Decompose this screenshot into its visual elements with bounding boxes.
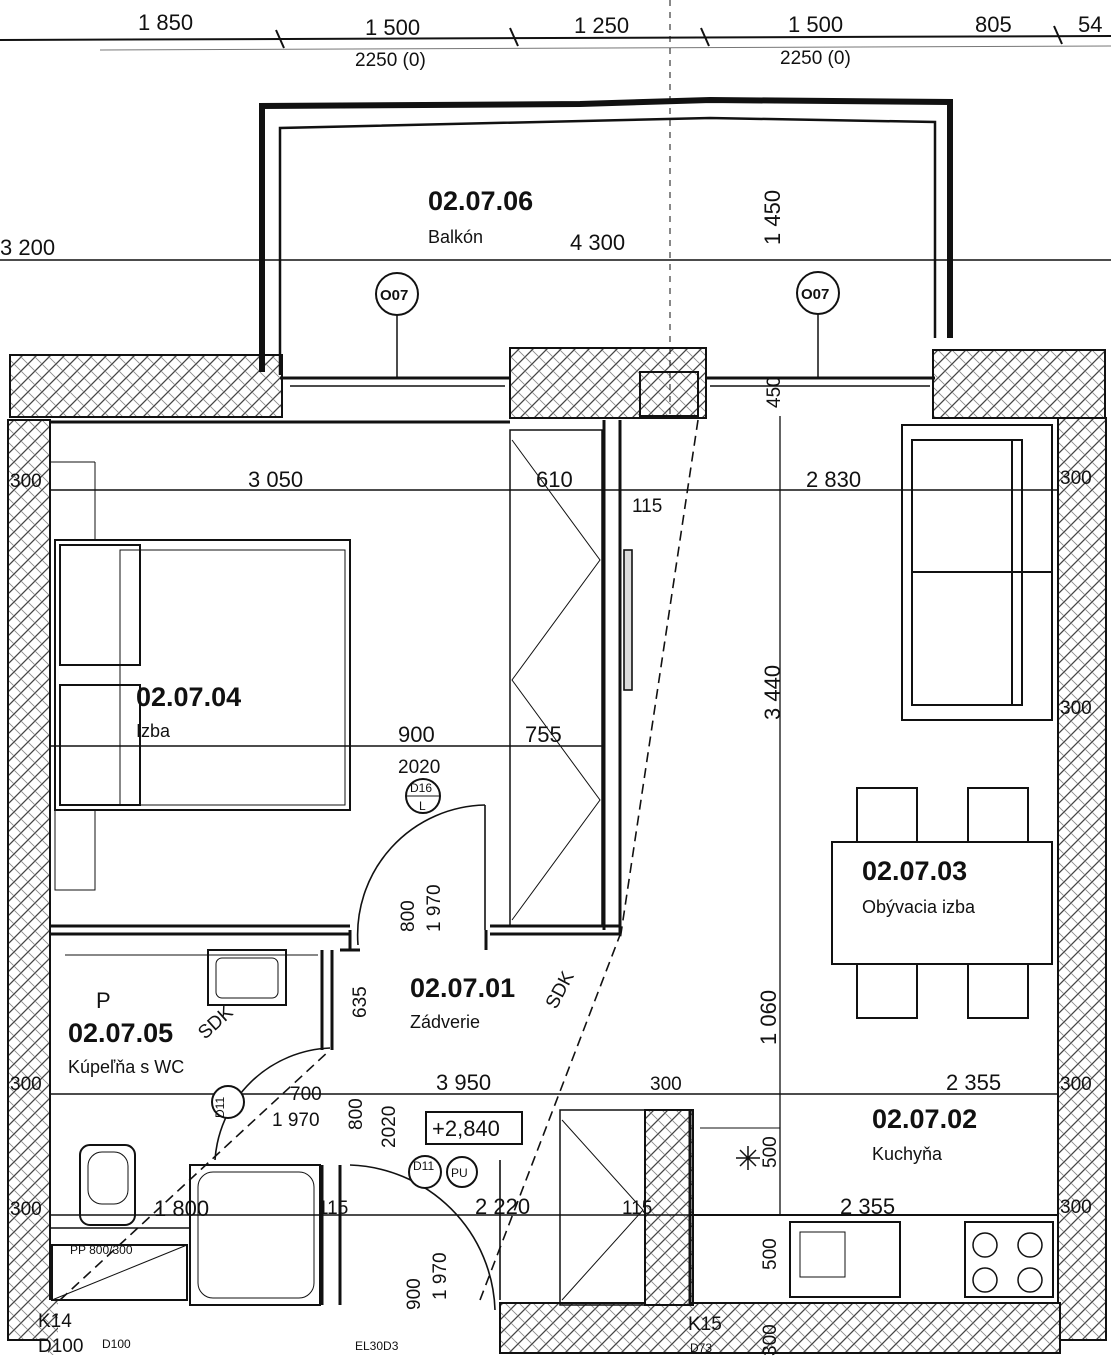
- label-pp: PP 800/300: [70, 1243, 133, 1257]
- bath-prefix: P: [96, 988, 111, 1013]
- door-tag-d16: D16: [410, 781, 432, 795]
- living-furniture: [779, 416, 1053, 1215]
- label-d100: D100: [38, 1336, 83, 1357]
- dim-2355-b: 2 355: [840, 1194, 895, 1219]
- kitchen-counter: [559, 1109, 1059, 1306]
- balcony-id: 02.07.06: [428, 186, 533, 216]
- dim-300-r1: 300: [1060, 468, 1092, 489]
- hall-name: Zádverie: [410, 1012, 480, 1032]
- dim-1500-a: 1 500: [365, 15, 420, 40]
- dim-54: 54: [1078, 12, 1102, 37]
- dim-300-r2: 300: [1060, 698, 1092, 719]
- dim-300-r4: 300: [1060, 1197, 1092, 1218]
- dim-300-l2: 300: [10, 1074, 42, 1095]
- dim-1060: 1 060: [756, 990, 781, 1045]
- bedroom-furniture: [50, 429, 603, 927]
- dim-805: 805: [975, 12, 1012, 37]
- bath-name: Kúpeľňa s WC: [68, 1057, 184, 1077]
- dim-4300: 4 300: [570, 230, 625, 255]
- dim-300-d: 300: [760, 1324, 781, 1356]
- dim-610: 610: [536, 467, 573, 492]
- dim-3050: 3 050: [248, 467, 303, 492]
- dimension-lines: [0, 0, 1111, 1216]
- dim-900: 900: [404, 1278, 425, 1310]
- level-marker: +2,840: [425, 1111, 523, 1145]
- dim-1970-b: 1 970: [272, 1110, 320, 1131]
- tag-pu: PU: [451, 1166, 468, 1180]
- dim-3950: 3 950: [436, 1070, 491, 1095]
- dim-300-l1: 300: [10, 471, 42, 492]
- door-tag-d11-bath: D11: [213, 1097, 227, 1118]
- dim-door-900: 900: [398, 722, 435, 747]
- living-name: Obývacia izba: [862, 897, 976, 917]
- dim-2020-b: 2020: [379, 1106, 400, 1148]
- label-k14: K14: [38, 1311, 72, 1332]
- dim-115-b: 115: [318, 1198, 348, 1219]
- dim-300-l3: 300: [10, 1199, 42, 1220]
- window-dim-a: 2250 (0): [355, 50, 426, 71]
- dim-115-a: 115: [632, 496, 662, 517]
- window-tag-a: O07: [380, 287, 408, 304]
- floor-level: +2,840: [432, 1116, 500, 1141]
- dim-1970: 1 970: [424, 884, 445, 932]
- living-id: 02.07.03: [862, 856, 967, 886]
- room-id: 02.07.04: [136, 682, 241, 712]
- sdk-label-b: SDK: [542, 968, 579, 1013]
- dim-300-r3: 300: [1060, 1074, 1092, 1095]
- dim-500: 500: [760, 1136, 781, 1168]
- bottom-labels: PP 800/300 K14 D100 D100 EL30D3 K15 D73: [38, 1243, 722, 1357]
- kitchen-id: 02.07.02: [872, 1104, 977, 1134]
- label-k15: K15: [688, 1314, 722, 1335]
- dim-1850: 1 850: [138, 10, 193, 35]
- dim-2220: 2 220: [475, 1194, 530, 1219]
- dim-800-b: 800: [346, 1098, 367, 1130]
- walls: [7, 347, 1107, 1355]
- hall-id: 02.07.01: [410, 973, 515, 1003]
- sdk-label-a: SDK: [194, 1002, 237, 1044]
- dim-755: 755: [525, 722, 562, 747]
- balcony-name: Balkón: [428, 227, 483, 247]
- top-dimensions: 1 850 1 500 1 250 1 500 805 54 2250 (0) …: [138, 10, 1102, 71]
- dim-2355-a: 2 355: [946, 1070, 1001, 1095]
- dimension-texts: 3 200 4 300 1 450 450 3 050 610 2 830 11…: [0, 190, 1092, 1356]
- window-dim-b: 2250 (0): [780, 48, 851, 69]
- dim-door-2020: 2020: [398, 757, 440, 778]
- label-d100-b: D100: [102, 1337, 131, 1351]
- dim-635: 635: [350, 986, 371, 1018]
- label-d73: D73: [690, 1341, 712, 1355]
- balcony-outline: [259, 96, 953, 387]
- dim-1500-b: 1 500: [788, 12, 843, 37]
- dim-3440: 3 440: [760, 665, 785, 720]
- dim-700: 700: [290, 1084, 322, 1105]
- dim-450: 450: [764, 376, 785, 408]
- top-dimension-line: [0, 25, 1111, 51]
- dim-3200: 3 200: [0, 235, 55, 260]
- dim-800: 800: [398, 900, 419, 932]
- label-el30d3: EL30D3: [355, 1339, 399, 1353]
- kitchen-name: Kuchyňa: [872, 1144, 943, 1164]
- door-tag-d16-l: L: [419, 799, 426, 813]
- dim-500-b: 500: [760, 1238, 781, 1270]
- door-tag-d11: D11: [413, 1159, 434, 1173]
- dim-115-c: 115: [622, 1198, 652, 1219]
- dim-2830: 2 830: [806, 467, 861, 492]
- bath-id: 02.07.05: [68, 1018, 173, 1048]
- interior-walls: [50, 420, 692, 1305]
- dim-300-c: 300: [650, 1074, 682, 1095]
- room-name: Izba: [136, 721, 171, 741]
- dim-1800: 1 800: [154, 1196, 209, 1221]
- outlet-icon: [736, 1146, 760, 1170]
- room-labels: 02.07.06 Balkón 02.07.04 Izba 02.07.03 O…: [68, 186, 977, 1164]
- window-tag-b: O07: [801, 286, 829, 303]
- dim-1970-c: 1 970: [430, 1252, 451, 1300]
- dim-1450: 1 450: [760, 190, 785, 245]
- door-swings: [59, 419, 699, 1311]
- dim-1250: 1 250: [574, 13, 629, 38]
